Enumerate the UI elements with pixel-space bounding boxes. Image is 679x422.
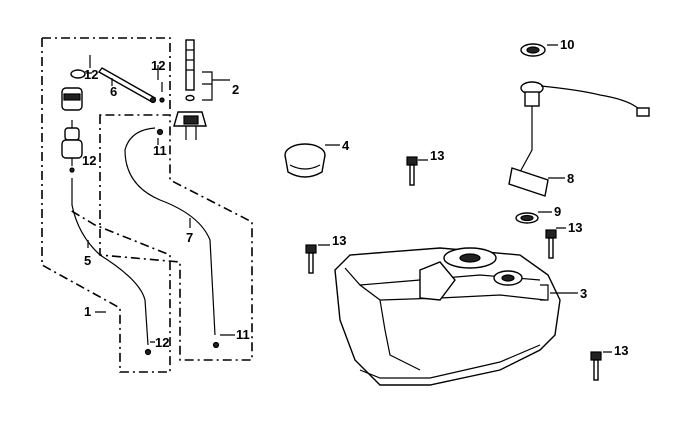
bolt-13-left <box>305 244 317 274</box>
callout-2: 2 <box>232 82 239 97</box>
callout-3: 3 <box>580 286 587 301</box>
bolt-13-top <box>406 156 418 186</box>
callout-9: 9 <box>554 204 561 219</box>
fuel-cap-4 <box>284 143 326 178</box>
sender-ring-nut-10 <box>520 43 546 57</box>
callout-12-right: 12 <box>151 58 165 73</box>
fuel-joint-fitting <box>61 87 83 111</box>
hose-clip-11-bottom <box>212 341 220 349</box>
callout-11-top: 11 <box>153 143 167 158</box>
callout-6: 6 <box>110 84 117 99</box>
callout-4: 4 <box>342 138 350 153</box>
clamp-12-right <box>159 82 165 103</box>
breather-pipe-6 <box>97 67 157 104</box>
group-outline-part-7 <box>99 114 253 361</box>
bolt-13-bottom <box>590 351 602 381</box>
vacuum-tube-7 <box>124 127 216 336</box>
callout-7: 7 <box>186 230 193 245</box>
bolt-13-right <box>545 229 557 259</box>
fuel-gauge-sender-8 <box>508 81 650 197</box>
callout-13-top: 13 <box>430 148 444 163</box>
callout-11-bottom: 11 <box>236 327 250 342</box>
callout-13-right: 13 <box>568 220 582 235</box>
callout-12-mid: 12 <box>82 153 96 168</box>
clamp-12-bottom <box>144 348 152 356</box>
fuel-tank-3 <box>334 247 561 386</box>
hose-clip-11-top <box>156 128 164 136</box>
callout-8: 8 <box>567 171 574 186</box>
fuel-filter <box>61 120 83 173</box>
fuel-cock-valve-2 <box>173 39 207 140</box>
clamp-12-top <box>70 55 91 79</box>
leader-lines <box>86 44 612 353</box>
sender-gasket-9 <box>515 212 539 224</box>
callout-12-top: 12 <box>84 67 98 82</box>
callout-1: 1 <box>84 304 91 319</box>
callout-12-bottom: 12 <box>155 335 169 350</box>
fuel-tube-5 <box>71 178 149 346</box>
callout-5: 5 <box>84 253 91 268</box>
callout-13-bottom: 13 <box>614 343 628 358</box>
callout-13-left: 13 <box>332 233 346 248</box>
group-outline-part-1 <box>41 37 171 373</box>
callout-10: 10 <box>560 37 574 52</box>
